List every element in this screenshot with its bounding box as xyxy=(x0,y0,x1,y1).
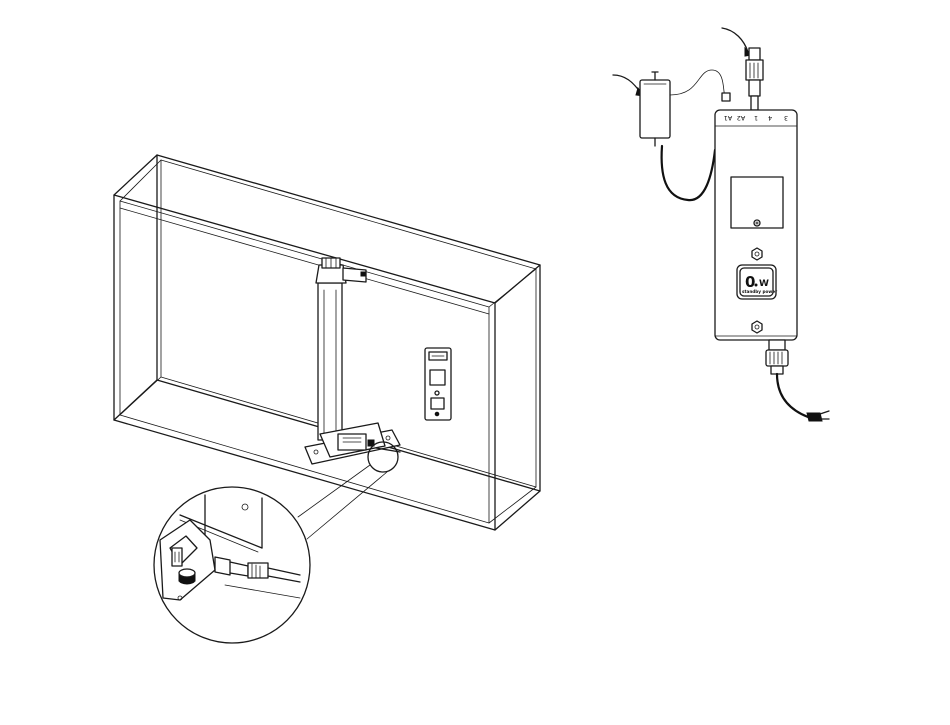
terminal-a1: A1 xyxy=(724,114,733,122)
detail-magnifier-circle xyxy=(154,442,398,643)
terminal-3: 3 xyxy=(784,114,788,122)
logo-unit: W xyxy=(759,279,769,289)
logo-caption: standby power xyxy=(742,289,778,294)
screw-icon xyxy=(752,248,762,260)
lift-column xyxy=(305,258,400,464)
control-box: A1 A2 1 4 3 0 W standby power xyxy=(715,110,797,340)
terminal-4: 4 xyxy=(768,114,772,122)
screw-icon xyxy=(752,321,762,333)
standby-power-logo: 0 W standby power xyxy=(737,265,778,299)
power-adapter xyxy=(613,70,730,200)
terminal-1: 1 xyxy=(754,114,758,122)
terminal-a2: A2 xyxy=(737,114,746,122)
control-box-small xyxy=(425,348,451,420)
power-cord-plug xyxy=(766,340,829,421)
